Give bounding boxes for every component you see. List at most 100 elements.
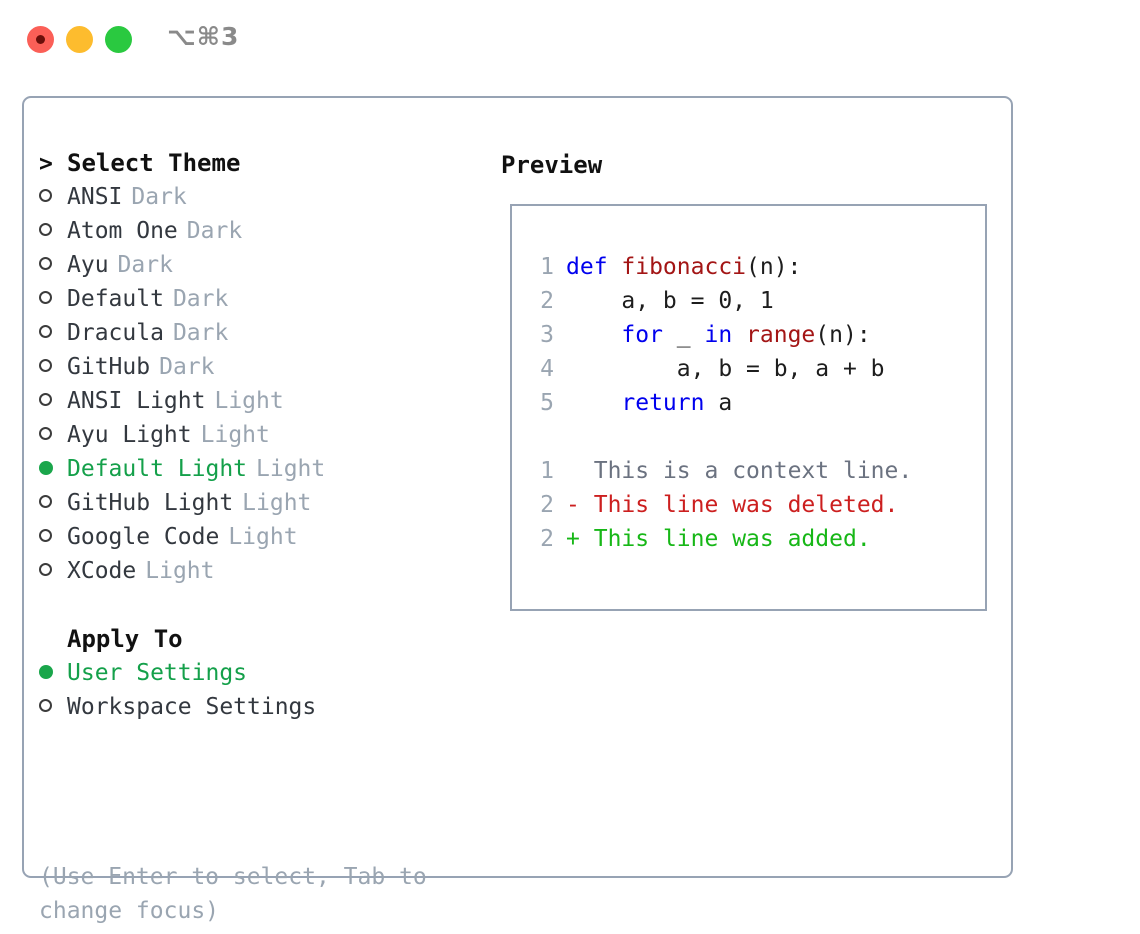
radio-unselected-icon <box>39 325 52 338</box>
theme-option-row[interactable]: XCode Light <box>39 554 489 588</box>
theme-option-name: Default <box>67 286 164 312</box>
theme-option-name: XCode <box>67 558 137 584</box>
code-token: def <box>566 254 622 280</box>
code-line: 5 return a <box>528 386 885 420</box>
code-line-number: 3 <box>540 322 554 348</box>
radio-marker <box>39 316 67 350</box>
theme-option-name: GitHub Light <box>67 490 234 516</box>
code-line: 4 a, b = b, a + b <box>528 352 885 386</box>
theme-option-row[interactable]: Default Dark <box>39 282 489 316</box>
theme-option-name: ANSI Light <box>67 388 206 414</box>
radio-marker <box>39 486 67 520</box>
code-line-number: 5 <box>540 390 554 416</box>
radio-unselected-icon <box>39 257 52 270</box>
radio-marker <box>39 214 67 248</box>
radio-marker <box>39 554 67 588</box>
theme-option-name: Ayu <box>67 252 109 278</box>
select-theme-header-label: Select Theme <box>67 149 241 177</box>
diff-line: 2- This line was deleted. <box>528 488 912 522</box>
theme-option-variant: Light <box>256 456 326 482</box>
diff-gap <box>580 458 594 484</box>
code-token: in <box>704 322 733 348</box>
theme-option-variant: Light <box>228 524 298 550</box>
theme-option-row[interactable]: Default Light Light <box>39 452 489 486</box>
theme-option-name: Atom One <box>67 218 178 244</box>
keyboard-shortcut-label: ⌥⌘3 <box>167 22 240 51</box>
code-token: a, b = b, a + b <box>566 356 885 382</box>
list-spacer <box>39 588 489 622</box>
code-line: 2 a, b = 0, 1 <box>528 284 885 318</box>
radio-marker <box>39 690 67 724</box>
code-token: range <box>746 322 816 348</box>
close-button[interactable] <box>27 26 54 53</box>
theme-option-variant: Dark <box>131 184 187 210</box>
diff-preview: 1 This is a context line. 2- This line wa… <box>528 454 912 556</box>
apply-to-option-row[interactable]: User Settings <box>39 656 489 690</box>
radio-marker <box>39 248 67 282</box>
theme-option-variant: Light <box>200 422 270 448</box>
apply-to-label: Apply To <box>67 625 183 653</box>
code-token: (n): <box>746 254 802 280</box>
diff-sign <box>566 458 580 484</box>
code-token: a, b = 0, 1 <box>566 288 774 314</box>
radio-marker <box>39 350 67 384</box>
code-token: for <box>621 322 663 348</box>
radio-unselected-icon <box>39 529 52 542</box>
radio-unselected-icon <box>39 427 52 440</box>
radio-unselected-icon <box>39 223 52 236</box>
theme-option-row[interactable]: Ayu Dark <box>39 248 489 282</box>
theme-option-variant: Dark <box>159 354 215 380</box>
diff-line-number: 2 <box>540 526 554 552</box>
select-theme-header: >Select Theme <box>39 146 489 180</box>
diff-sign: - <box>566 492 580 518</box>
diff-line-number: 1 <box>540 458 554 484</box>
diff-line: 2+ This line was added. <box>528 522 912 556</box>
radio-marker <box>39 452 67 486</box>
radio-selected-icon <box>39 664 53 679</box>
diff-sign: + <box>566 526 580 552</box>
radio-unselected-icon <box>39 189 52 202</box>
radio-unselected-icon <box>39 359 52 372</box>
radio-marker <box>39 384 67 418</box>
code-token: a <box>704 390 733 416</box>
radio-marker <box>39 520 67 554</box>
apply-to-option-name: User Settings <box>67 660 248 686</box>
theme-option-variant: Light <box>145 558 215 584</box>
theme-option-row[interactable]: ANSI Light Light <box>39 384 489 418</box>
theme-option-variant: Light <box>242 490 312 516</box>
theme-option-variant: Light <box>214 388 284 414</box>
theme-option-row[interactable]: Atom One Dark <box>39 214 489 248</box>
apply-to-option-name: Workspace Settings <box>67 694 317 720</box>
theme-option-name: ANSI <box>67 184 123 210</box>
theme-option-row[interactable]: GitHub Light Light <box>39 486 489 520</box>
radio-unselected-icon <box>39 563 52 576</box>
theme-option-row[interactable]: ANSI Dark <box>39 180 489 214</box>
code-line-number: 4 <box>540 356 554 382</box>
code-line-number: 1 <box>540 254 554 280</box>
minimize-button[interactable] <box>66 26 93 53</box>
diff-gap <box>580 526 594 552</box>
radio-unselected-icon <box>39 291 52 304</box>
diff-gap <box>580 492 594 518</box>
code-token: _ <box>662 322 705 348</box>
zoom-button[interactable] <box>105 26 132 53</box>
diff-text: This is a context line. <box>593 458 913 484</box>
theme-option-name: Default Light <box>67 456 248 482</box>
theme-option-variant: Dark <box>117 252 173 278</box>
theme-option-variant: Dark <box>172 286 229 312</box>
apply-to-option-row[interactable]: Workspace Settings <box>39 690 489 724</box>
diff-line-number: 2 <box>540 492 554 518</box>
theme-option-variant: Dark <box>186 218 243 244</box>
code-line: 3 for _ in range(n): <box>528 318 885 352</box>
code-token <box>732 322 746 348</box>
